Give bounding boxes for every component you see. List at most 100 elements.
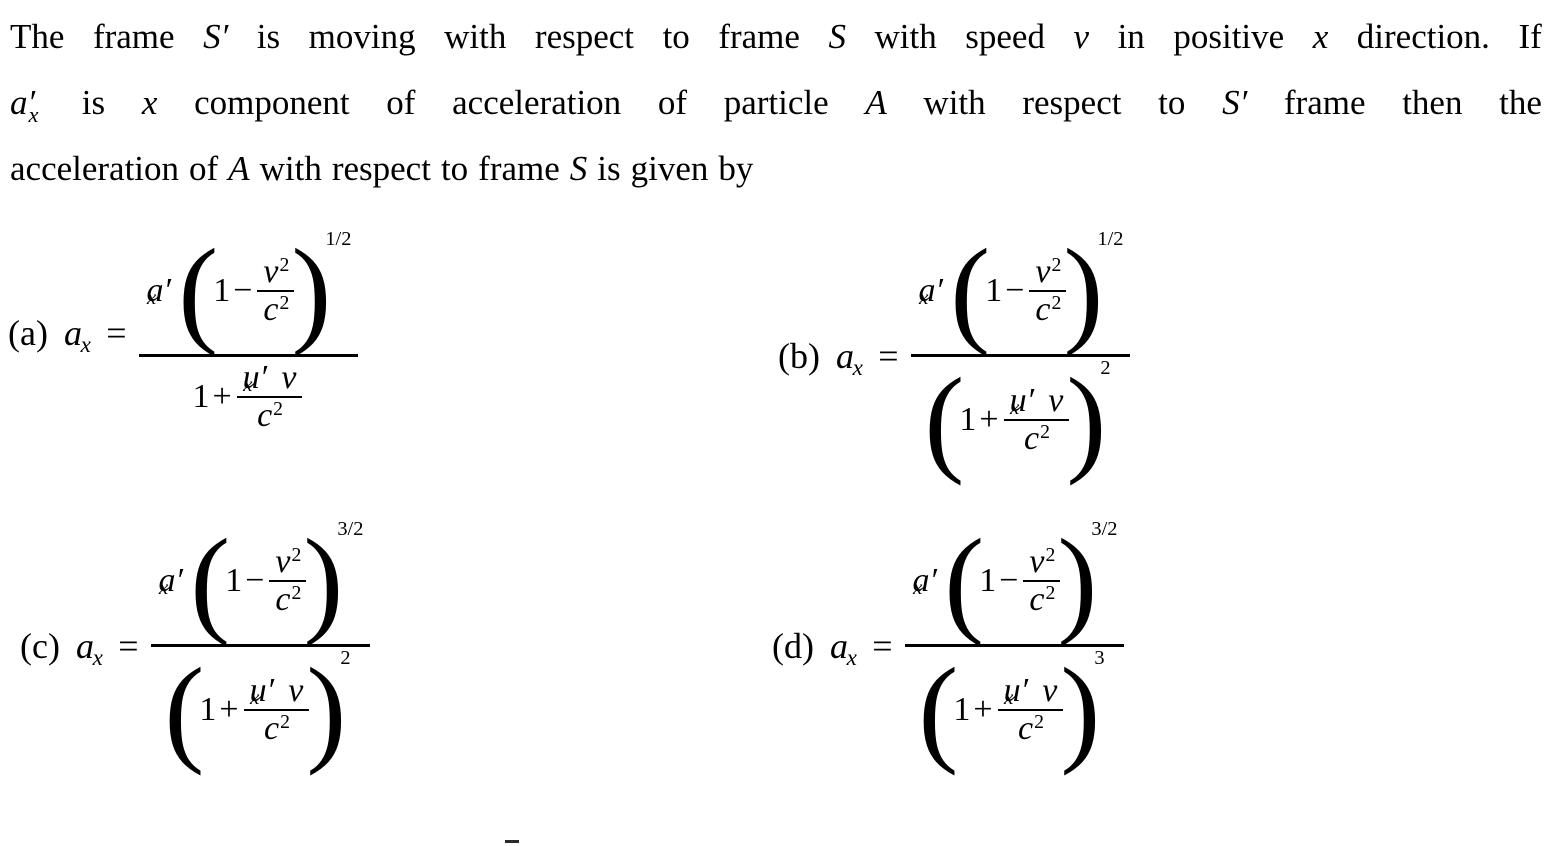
math-subscript: x bbox=[1003, 684, 1014, 709]
stem-word: frame bbox=[1283, 83, 1366, 122]
stem-word: to bbox=[1158, 83, 1186, 122]
math-symbol-v: v bbox=[1042, 672, 1058, 709]
math-base: c bbox=[1024, 420, 1040, 457]
fraction-denominator: c2 bbox=[1018, 421, 1055, 457]
math-operator: − bbox=[999, 562, 1019, 599]
math-base: a bbox=[829, 625, 848, 666]
option-lhs-c: ax bbox=[75, 625, 104, 671]
option-lhs-b: ax bbox=[836, 335, 864, 381]
stem-word: acceleration bbox=[10, 149, 180, 188]
stem-word: is bbox=[81, 83, 106, 122]
math-base: c bbox=[1018, 710, 1034, 747]
main-fraction-bar bbox=[904, 644, 1125, 647]
stem-word: The bbox=[10, 17, 65, 56]
option-lhs-a: ax bbox=[64, 312, 92, 358]
math-number: 1 bbox=[225, 562, 243, 599]
option-label-d: (d) bbox=[772, 625, 814, 666]
math-number: 1 bbox=[192, 378, 210, 415]
left-paren: ( bbox=[190, 514, 231, 647]
math-exponent: 3 bbox=[1094, 646, 1105, 669]
math-number: 1 bbox=[979, 562, 997, 599]
math-exponent: 1/2 bbox=[325, 227, 352, 250]
math-exponent: 2 bbox=[1034, 711, 1044, 734]
right-paren: ) bbox=[1057, 514, 1098, 647]
math-number: 1 bbox=[953, 691, 971, 728]
math-operator: − bbox=[233, 272, 253, 309]
math-operator: + bbox=[219, 691, 239, 728]
right-paren: ) bbox=[291, 224, 332, 357]
stem-word: frame bbox=[478, 149, 560, 188]
stem-word: acceleration bbox=[452, 83, 622, 122]
page-cut-artifact bbox=[505, 840, 519, 843]
left-paren: ( bbox=[924, 353, 965, 486]
right-paren: ) bbox=[1066, 353, 1107, 486]
math-operator: + bbox=[973, 691, 993, 728]
math-base: u′ bbox=[242, 359, 268, 396]
main-fraction-bar bbox=[910, 354, 1131, 357]
fraction-bar bbox=[236, 396, 303, 398]
stem-word: by bbox=[718, 149, 754, 188]
stem-word: given bbox=[630, 149, 709, 188]
fraction-bar bbox=[1023, 580, 1061, 582]
math-token-a-prime-x: a′x bbox=[10, 70, 45, 140]
equals-sign: = bbox=[118, 625, 139, 666]
math-exponent: 2 bbox=[279, 254, 290, 277]
math-number: 1 bbox=[199, 691, 217, 728]
stem-word: is bbox=[597, 149, 621, 188]
math-number: 1 bbox=[959, 401, 977, 438]
stem-word: is bbox=[256, 17, 281, 56]
math-exponent: 2 bbox=[291, 544, 302, 567]
math-exponent: 2 bbox=[280, 711, 290, 734]
math-token-u-prime-x: u′x bbox=[1010, 384, 1049, 418]
math-symbol: S′ bbox=[1222, 83, 1248, 122]
math-exponent: 3/2 bbox=[1091, 517, 1118, 540]
stem-word: in bbox=[1117, 17, 1145, 56]
stem-word: positive bbox=[1173, 17, 1285, 56]
math-symbol: x bbox=[1312, 17, 1329, 56]
math-symbol-v: v bbox=[1048, 382, 1064, 419]
left-paren: ( bbox=[918, 643, 959, 776]
math-prime: ′ bbox=[266, 672, 274, 709]
left-paren: ( bbox=[950, 224, 991, 357]
equals-sign: = bbox=[872, 625, 893, 666]
stem-word: frame bbox=[718, 17, 800, 56]
math-subscript: x bbox=[80, 331, 91, 358]
fraction-denominator: c2 bbox=[258, 711, 295, 747]
math-subscript: x bbox=[918, 284, 929, 309]
fraction-numerator: v2 bbox=[269, 544, 306, 580]
math-operator: − bbox=[1005, 272, 1025, 309]
math-prime: ′ bbox=[929, 562, 937, 599]
math-base: a bbox=[75, 625, 94, 666]
math-base: a′ bbox=[912, 562, 937, 599]
fraction-denominator: c2 bbox=[1023, 582, 1060, 618]
math-base: c bbox=[257, 397, 273, 434]
fraction-denominator: c2 bbox=[257, 292, 294, 328]
math-base: c bbox=[1035, 291, 1051, 328]
math-operator: + bbox=[979, 401, 999, 438]
fraction-denominator: c2 bbox=[269, 582, 306, 618]
left-paren: ( bbox=[164, 643, 205, 776]
